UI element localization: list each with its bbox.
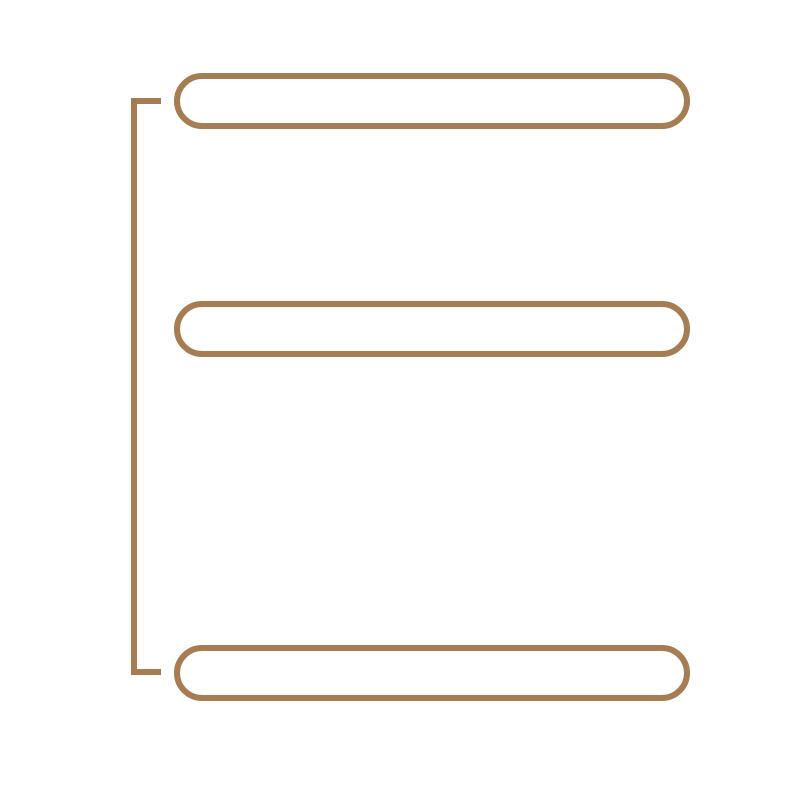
bracket-connector bbox=[131, 98, 161, 675]
pill-node-1 bbox=[174, 73, 690, 129]
pill-node-2 bbox=[174, 301, 690, 357]
pill-node-3 bbox=[174, 645, 690, 701]
